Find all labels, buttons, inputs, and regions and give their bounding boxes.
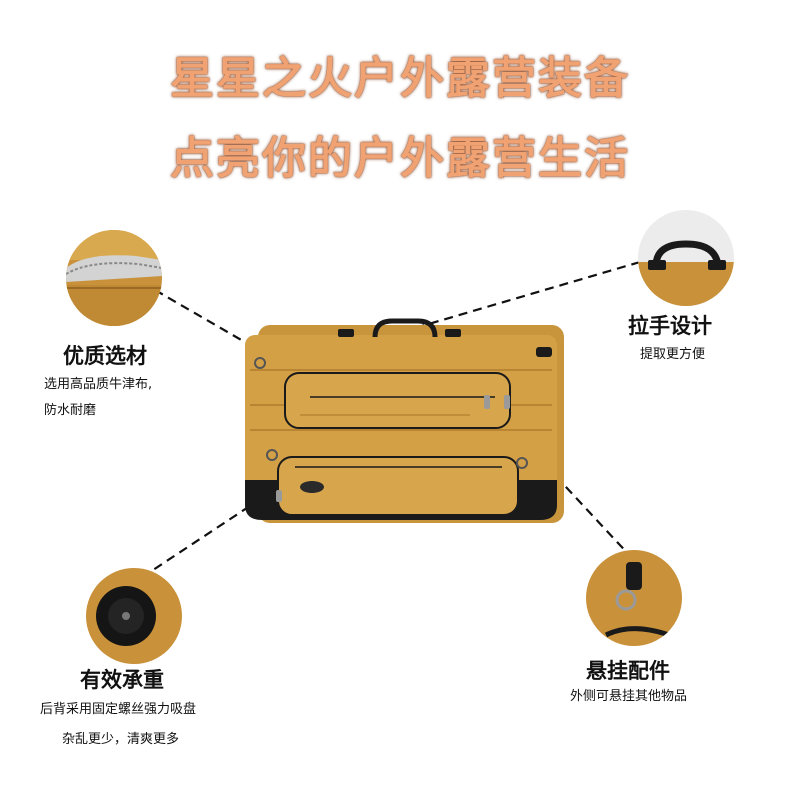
feature-material-desc-2: 防水耐磨 bbox=[44, 403, 97, 418]
feature-hanging-desc-1: 外侧可悬挂其他物品 bbox=[570, 689, 688, 704]
connector-handle bbox=[414, 260, 641, 330]
connector-material bbox=[154, 289, 263, 353]
feature-hanging-title: 悬挂配件 bbox=[586, 659, 670, 683]
handle-detail-image bbox=[638, 210, 734, 306]
suction-cup-detail-image bbox=[86, 568, 182, 664]
feature-material-desc-1: 选用高品质牛津布, bbox=[44, 377, 153, 392]
feature-suction-desc-2: 杂乱更少，清爽更多 bbox=[62, 732, 180, 747]
headline-line-2: 点亮你的户外露营生活 bbox=[170, 133, 630, 184]
feature-handle-title: 拉手设计 bbox=[628, 314, 712, 338]
connector-suction bbox=[149, 497, 263, 573]
headline-line-1: 星星之火户外露营装备 bbox=[170, 53, 630, 104]
feature-suction-desc-1: 后背采用固定螺丝强力吸盘 bbox=[40, 702, 197, 717]
bag-product-image bbox=[245, 318, 564, 523]
material-detail-image bbox=[66, 230, 162, 326]
feature-material-title: 优质选材 bbox=[63, 344, 147, 368]
feature-suction-title: 有效承重 bbox=[80, 668, 164, 692]
connector-hanging bbox=[524, 442, 633, 559]
feature-handle-desc-1: 提取更方便 bbox=[640, 347, 706, 362]
hanging-accessory-detail-image bbox=[586, 550, 682, 646]
